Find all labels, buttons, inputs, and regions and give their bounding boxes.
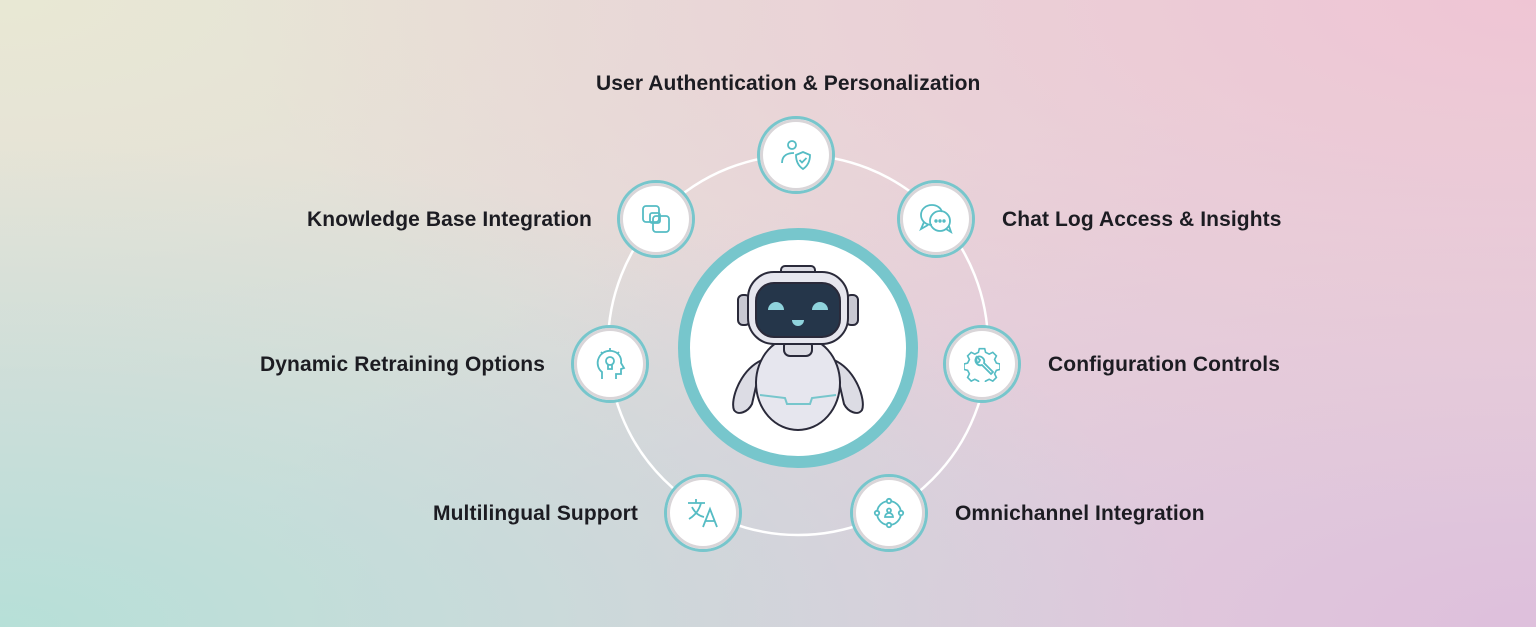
multilingual-node (664, 474, 742, 552)
feature-label-configuration: Configuration Controls (1048, 353, 1281, 376)
stacked-squares-icon (642, 205, 670, 233)
knowledge-base-node (617, 180, 695, 258)
robot-icon (732, 265, 864, 431)
chat-log-node (897, 180, 975, 258)
head-lightbulb-icon (596, 348, 626, 379)
chat-bubbles-icon (919, 204, 953, 235)
feature-label-knowledge-base: Knowledge Base Integration (307, 208, 592, 231)
gear-wrench-icon (964, 347, 1000, 382)
feature-label-multilingual: Multilingual Support (433, 502, 638, 525)
configuration-node (943, 325, 1021, 403)
feature-label-chat-log: Chat Log Access & Insights (1002, 208, 1282, 231)
omnichannel-node (850, 474, 928, 552)
feature-label-retraining: Dynamic Retraining Options (260, 353, 545, 376)
translate-icon (688, 499, 718, 528)
omnichannel-icon (873, 497, 905, 529)
feature-label-omnichannel: Omnichannel Integration (955, 502, 1205, 525)
feature-label-user-authentication: User Authentication & Personalization (596, 72, 981, 95)
user-shield-icon (781, 140, 811, 171)
retraining-node (571, 325, 649, 403)
user-auth-node (757, 116, 835, 194)
